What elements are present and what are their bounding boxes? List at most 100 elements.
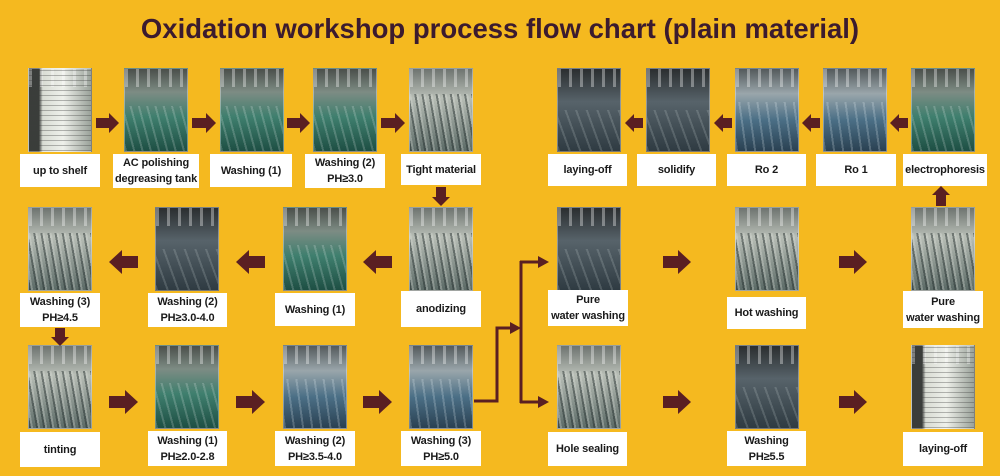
- arrow-right: [839, 250, 867, 274]
- arrow-right: [236, 390, 265, 414]
- label-hot-washing: Hot washing: [727, 297, 806, 329]
- photo-laying-off-top: [557, 68, 621, 152]
- label-text: Washing (3): [410, 434, 472, 447]
- photo-ac-polishing: [124, 68, 188, 152]
- photo-ro-2: [735, 68, 799, 152]
- label-washing-2-mid: Washing (2) PH≥3.0-4.0: [148, 293, 227, 327]
- connector-arrowhead: [538, 396, 549, 408]
- label-subtext: PH≥3.5-4.0: [287, 450, 343, 463]
- label-hole-sealing: Hole sealing: [548, 432, 627, 466]
- label-text: Washing (2): [314, 157, 376, 169]
- arrow-left: [109, 250, 138, 274]
- arrow-left: [625, 114, 643, 132]
- label-solidify: solidify: [637, 154, 716, 186]
- label-anodizing: anodizing: [401, 291, 481, 327]
- label-washing-1-mid: Washing (1): [275, 293, 355, 326]
- label-subtext: PH≥3.0: [327, 173, 363, 185]
- label-text: Washing (1): [284, 303, 346, 316]
- label-subtext: water washing: [906, 311, 980, 324]
- label-text: Washing: [744, 434, 789, 447]
- label-pure-water-washing-1: Pure water washing: [548, 290, 628, 326]
- label-subtext: degreasing tank: [114, 173, 198, 185]
- arrow-left: [363, 250, 392, 274]
- photo-hot-washing: [735, 207, 799, 291]
- label-text: up to shelf: [33, 164, 87, 177]
- label-up-to-shelf: up to shelf: [20, 154, 100, 187]
- label-text: Washing (1): [157, 434, 218, 447]
- arrow-left: [890, 114, 908, 132]
- label-subtext: PH≥5.5: [748, 450, 785, 463]
- label-text: electrophoresis: [905, 164, 985, 176]
- arrow-right: [663, 390, 691, 414]
- label-text: Washing (1): [220, 164, 282, 177]
- photo-hole-sealing: [557, 345, 621, 429]
- label-text: Pure: [576, 294, 600, 306]
- photo-washing-3-mid: [28, 207, 92, 291]
- label-text: Washing (2): [284, 434, 346, 447]
- label-text: Hot washing: [734, 307, 799, 319]
- label-pure-water-washing-2: Pure water washing: [903, 291, 983, 328]
- label-text: tinting: [43, 443, 77, 456]
- photo-washing-2-mid: [155, 207, 219, 291]
- photo-anodizing: [409, 207, 473, 291]
- label-text: laying-off: [563, 164, 612, 176]
- arrow-left: [236, 250, 265, 274]
- label-subtext: water washing: [551, 310, 625, 322]
- arrow-right: [663, 250, 691, 274]
- label-text: anodizing: [416, 303, 466, 315]
- photo-washing-2-top: [313, 68, 377, 152]
- arrow-right: [839, 390, 867, 414]
- photo-pure-water-washing-2: [911, 207, 975, 291]
- connector-arrowhead: [510, 322, 521, 334]
- label-subtext: PH≥2.0-2.8: [160, 450, 215, 463]
- label-subtext: PH≥5.0: [423, 450, 459, 463]
- label-text: Ro 1: [844, 164, 868, 176]
- photo-washing-1-top: [220, 68, 284, 152]
- arrow-right: [381, 113, 405, 133]
- label-subtext: PH≥4.5: [42, 312, 78, 324]
- photo-washing-ph55: [735, 345, 799, 429]
- label-laying-off-bottom: laying-off: [903, 432, 983, 466]
- arrow-right: [287, 113, 310, 133]
- arrow-right: [96, 113, 119, 133]
- photo-laying-off-bottom: [911, 345, 975, 429]
- connector-line: [474, 326, 511, 403]
- label-ro-2: Ro 2: [727, 154, 806, 186]
- label-ro-1: Ro 1: [816, 154, 896, 186]
- label-text: Ro 2: [754, 164, 779, 176]
- label-washing-3-bottom: Washing (3) PH≥5.0: [401, 431, 481, 466]
- photo-electrophoresis: [911, 68, 975, 152]
- label-washing-2-bottom: Washing (2) PH≥3.5-4.0: [275, 431, 355, 466]
- arrow-left: [714, 114, 732, 132]
- label-text: AC polishing: [122, 157, 190, 169]
- label-text: solidify: [657, 164, 696, 176]
- photo-washing-3-bottom: [409, 345, 473, 429]
- arrow-up: [932, 186, 950, 206]
- photo-tight-material: [409, 68, 473, 152]
- photo-up-to-shelf: [28, 68, 92, 152]
- photo-pure-water-washing-1: [557, 207, 621, 291]
- label-electrophoresis: electrophoresis: [903, 154, 987, 186]
- chart-title: Oxidation workshop process flow chart (p…: [140, 13, 860, 44]
- photo-ro-1: [823, 68, 887, 152]
- arrow-left: [802, 114, 820, 132]
- label-tight-material: Tight material: [401, 154, 481, 185]
- arrow-right: [363, 390, 392, 414]
- label-washing-1-bottom: Washing (1) PH≥2.0-2.8: [148, 431, 227, 466]
- label-tinting: tinting: [20, 432, 100, 467]
- arrow-down: [432, 187, 450, 206]
- label-washing-1-top: Washing (1): [210, 154, 292, 187]
- label-laying-off-top: laying-off: [548, 154, 627, 186]
- label-washing-ph55: Washing PH≥5.5: [727, 431, 806, 466]
- label-text: Tight material: [406, 163, 476, 176]
- photo-washing-1-bottom: [155, 345, 219, 429]
- photo-washing-2-bottom: [283, 345, 347, 429]
- label-text: laying-off: [919, 443, 967, 455]
- connector-arrowhead: [538, 256, 549, 268]
- arrow-right: [192, 113, 216, 133]
- photo-tinting: [28, 345, 92, 429]
- photo-washing-1-mid: [283, 207, 347, 291]
- label-text: Pure: [931, 295, 955, 308]
- label-washing-3-mid: Washing (3) PH≥4.5: [20, 293, 100, 327]
